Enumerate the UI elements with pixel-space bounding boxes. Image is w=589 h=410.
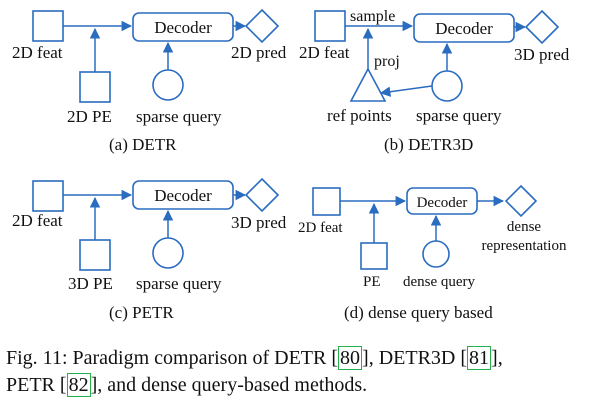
caption-text: , DETR3D xyxy=(368,347,461,369)
query-label: sparse query xyxy=(136,274,222,293)
query-label: sparse query xyxy=(136,107,222,126)
figure-label: Fig. 11: xyxy=(6,347,68,369)
query-circle-icon xyxy=(431,70,463,102)
pe-label: PE xyxy=(363,274,381,290)
panel-caption: (b) DETR3D xyxy=(384,135,473,154)
citation-link[interactable]: 82 xyxy=(66,373,91,397)
panel-caption: (d) dense query based xyxy=(344,303,493,322)
panel-detr: Decoder 2D feat 2D pred 2D PE sparse que… xyxy=(12,8,287,154)
citation-link[interactable]: 80 xyxy=(338,346,363,370)
pe-square-icon xyxy=(79,239,111,271)
query-circle-icon xyxy=(152,69,184,101)
caption-text: PETR xyxy=(6,374,60,396)
panel-detr3d: sample Decoder proj 2D feat 3D pred ref … xyxy=(299,8,570,154)
pe-label: 2D PE xyxy=(67,107,112,126)
caption-line-1: Fig. 11: Paradigm comparison of DETR [80… xyxy=(6,346,503,370)
decoder-label: Decoder xyxy=(417,195,468,211)
decoder-label: Decoder xyxy=(154,18,212,37)
pred-label: 3D pred xyxy=(514,45,570,64)
figure-caption: Fig. 11: Paradigm comparison of DETR [80… xyxy=(6,345,586,399)
caption-line-2: PETR [82], and dense query-based methods… xyxy=(6,373,368,397)
decoder-label: Decoder xyxy=(435,19,493,38)
paradigm-diagram: Decoder 2D feat 2D pred 2D PE sparse que… xyxy=(12,8,570,322)
query-circle-icon xyxy=(422,240,450,268)
feature-square-icon xyxy=(314,10,346,42)
pred-label: 2D pred xyxy=(231,43,287,62)
panel-dense-query: Decoder 2D feat dense representation PE … xyxy=(298,184,567,322)
prediction-diamond-icon xyxy=(244,8,280,44)
query-label: sparse query xyxy=(416,106,502,125)
feat-label: 2D feat xyxy=(12,43,63,62)
pe-square-icon xyxy=(79,71,111,103)
decoder-label: Decoder xyxy=(154,186,212,205)
query-to-ref-arrow xyxy=(379,85,433,97)
feat-label: 2D feat xyxy=(12,211,63,230)
citation-link[interactable]: 81 xyxy=(467,346,492,370)
prediction-diamond-icon xyxy=(504,184,538,218)
ref-points-label: ref points xyxy=(327,106,392,125)
panel-petr: Decoder 2D feat 3D pred 3D PE sparse que… xyxy=(12,177,287,322)
caption-text: Paradigm comparison of DETR xyxy=(67,347,332,369)
feature-square-icon xyxy=(312,187,341,216)
decoder-box xyxy=(132,12,234,42)
feature-square-icon xyxy=(32,10,64,42)
panel-caption: (a) DETR xyxy=(109,135,177,154)
feat-label: 2D feat xyxy=(298,220,343,236)
caption-text: , xyxy=(497,347,503,369)
feature-square-icon xyxy=(32,180,64,212)
pe-label: 3D PE xyxy=(68,274,113,293)
sample-label: sample xyxy=(350,8,395,25)
proj-label: proj xyxy=(374,53,400,70)
pred-label: 3D pred xyxy=(231,213,287,232)
prediction-diamond-icon xyxy=(244,177,280,213)
feat-label: 2D feat xyxy=(299,43,350,62)
caption-text: , and dense query-based methods. xyxy=(97,374,368,396)
panel-caption: (c) PETR xyxy=(109,303,174,322)
pred-label-line1: dense xyxy=(507,219,541,235)
pe-square-icon xyxy=(360,242,388,270)
query-label: dense query xyxy=(403,274,476,290)
ref-points-triangle-icon xyxy=(349,67,387,102)
query-circle-icon xyxy=(152,237,184,269)
decoder-box xyxy=(413,13,515,43)
prediction-diamond-icon xyxy=(524,9,560,45)
pred-label-line2: representation xyxy=(482,238,567,254)
